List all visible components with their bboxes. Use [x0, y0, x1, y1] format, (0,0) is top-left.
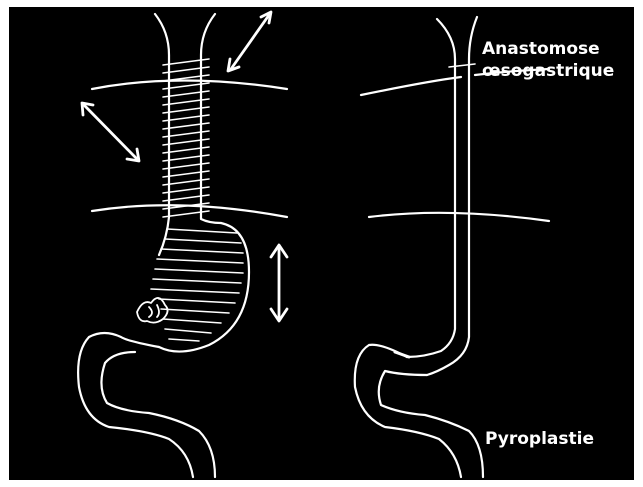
arrow-upper-right [228, 12, 271, 71]
left-lower-level-line [92, 205, 287, 217]
diagram-panel: Anastomose œsogastrique Pyroplastie [9, 7, 634, 480]
arrow-vertical [271, 245, 287, 321]
right-lower-level-line [369, 213, 549, 221]
right-gastric-tube [407, 17, 477, 375]
anastomose-label-line2: œsogastrique [482, 60, 614, 82]
anastomosis-marker [449, 64, 475, 67]
anastomose-label: Anastomose œsogastrique [482, 38, 614, 82]
right-duodenum [355, 345, 483, 477]
pylorus-knot [137, 298, 168, 323]
right-upper-level-line [361, 77, 461, 95]
stomach-hatching [151, 229, 243, 341]
anastomose-label-line1: Anastomose [482, 38, 614, 60]
left-illustration [78, 12, 287, 477]
right-illustration [355, 17, 549, 477]
pyroplastie-label: Pyroplastie [485, 428, 594, 450]
arrow-left-diagonal [82, 103, 139, 161]
left-duodenum [78, 333, 215, 477]
